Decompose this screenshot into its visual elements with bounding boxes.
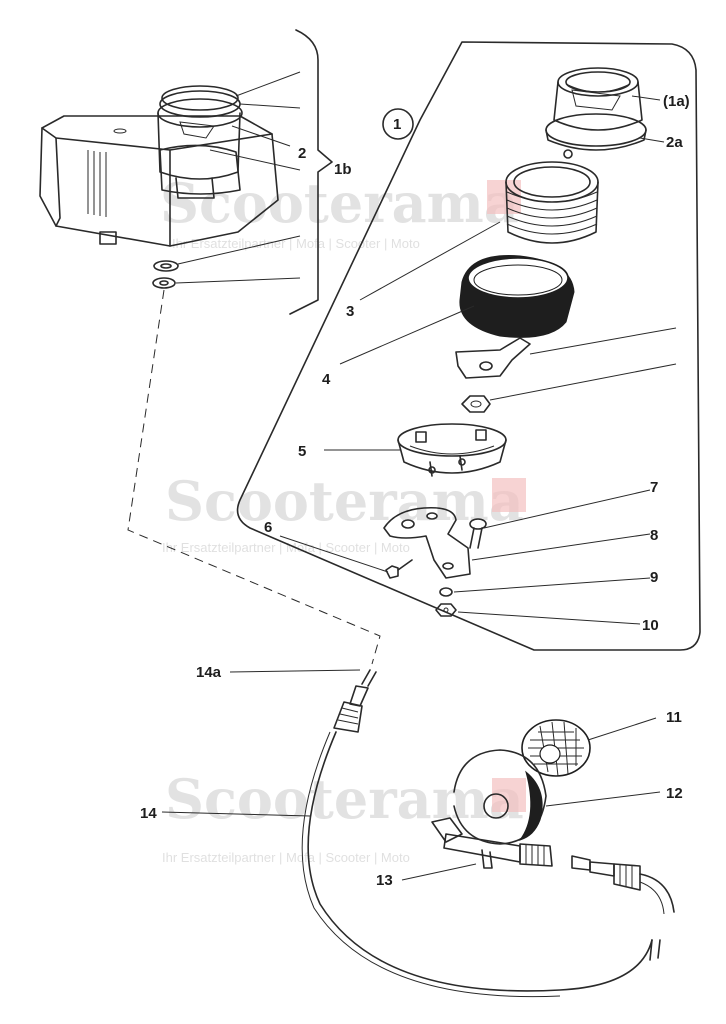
watermark-tagline-bottom: Ihr Ersatzteilpartner | Mofa | Scooter |…	[162, 850, 410, 865]
part-14-speedometer-cable	[301, 669, 661, 998]
watermark-tagline-middle: Ihr Ersatzteilpartner | Mofa | Scooter |…	[162, 540, 410, 555]
callout-3: 3	[346, 303, 354, 320]
watermark-brand-bottom: Scooterama	[165, 767, 524, 831]
part-10-nut	[435, 603, 457, 617]
callout-2: 2	[298, 145, 306, 162]
watermark-cross-top	[487, 180, 521, 214]
callout-2a: 2a	[666, 134, 683, 151]
watermark-tagline-top: Ihr Ersatzteilpartner | Mofa | Scooter |…	[172, 236, 420, 251]
watermark-cross-bottom	[492, 778, 526, 812]
housing-washers	[152, 260, 179, 289]
callout-1b: 1b	[334, 161, 352, 178]
part-9-washer	[439, 587, 453, 597]
group-marker-circle	[382, 108, 414, 140]
callout-labels: (1a) 2a 2 1b 3 4 5 6 7 8 9 10 11 12 13 1…	[140, 93, 690, 889]
part-4-rubber-ring	[459, 255, 575, 338]
part-hex-nut-upper	[461, 395, 491, 413]
callout-10: 10	[642, 617, 659, 634]
lower-leader-lines	[161, 669, 661, 881]
part-8-bracket-plate	[383, 506, 471, 579]
callout-14a: 14a	[196, 664, 222, 681]
callout-5: 5	[298, 443, 306, 460]
callout-12: 12	[666, 785, 683, 802]
callout-14: 14	[140, 805, 157, 822]
panel-leader-lines	[279, 95, 677, 625]
group-outline-panel	[236, 41, 701, 651]
part-5-housing-cup	[397, 423, 507, 477]
callout-8: 8	[650, 527, 658, 544]
watermark-top: Scooterama Ihr Ersatzteilpartner | Mofa …	[160, 171, 521, 251]
part-cable-end-fitting	[571, 855, 675, 915]
callout-1a: (1a)	[663, 93, 690, 110]
callout-9: 9	[650, 569, 658, 586]
part-1a-speedometer	[553, 67, 643, 131]
part-bracket	[455, 337, 531, 379]
watermark-cross-middle	[492, 478, 526, 512]
headlight-housing	[39, 115, 279, 247]
part-11-gasket	[521, 719, 591, 777]
watermark-brand-middle: Scooterama	[165, 469, 524, 533]
callout-13: 13	[376, 872, 393, 889]
part-2a-rim	[545, 113, 647, 159]
part-7-screw	[469, 518, 487, 549]
group-marker: 1	[382, 108, 414, 140]
leaders-1b-group	[175, 29, 333, 315]
cable-route-dashed	[127, 289, 381, 665]
part-6-screw	[385, 559, 413, 579]
housing-speedometer-rings	[157, 85, 243, 180]
part-13-drive-fitting	[431, 817, 553, 869]
callout-6: 6	[264, 519, 272, 536]
watermark-brand-top: Scooterama	[160, 171, 519, 235]
watermark-middle: Scooterama Ihr Ersatzteilpartner | Mofa …	[162, 469, 526, 555]
callout-11: 11	[666, 709, 682, 726]
callout-7: 7	[650, 479, 658, 496]
callout-4: 4	[322, 371, 331, 388]
watermark-bottom: Scooterama Ihr Ersatzteilpartner | Mofa …	[162, 767, 526, 865]
group-marker-number: 1	[393, 116, 401, 133]
part-3-threaded-ring	[505, 161, 599, 244]
